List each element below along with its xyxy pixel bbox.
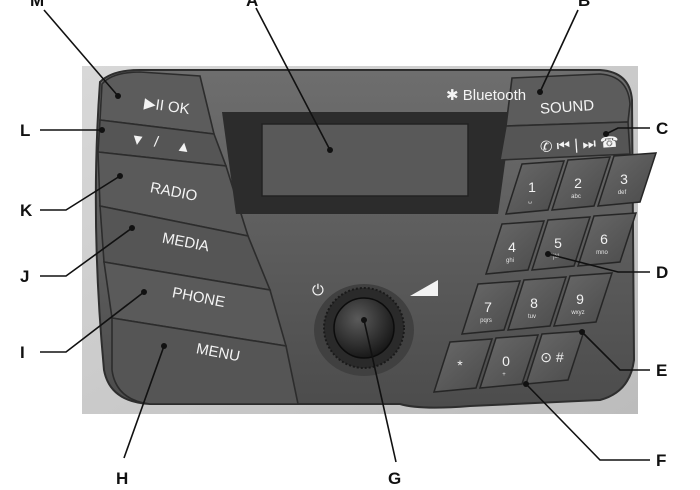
seek-down-icon: ▼ xyxy=(129,131,146,150)
dot-j xyxy=(129,225,135,231)
call-controls-button[interactable] xyxy=(499,121,631,161)
callout-i: I xyxy=(20,343,25,362)
keypad-key-7[interactable] xyxy=(460,280,522,335)
dot-b xyxy=(537,89,543,95)
callout-d: D xyxy=(656,263,668,282)
keypad-number-4: 4 xyxy=(508,239,516,255)
seek-up-icon: ▲ xyxy=(175,138,192,157)
keypad-number-3: 3 xyxy=(620,171,628,187)
keypad-number-hash: ⊙ # xyxy=(540,349,564,365)
keypad-key-3[interactable] xyxy=(596,152,658,207)
keypad-letters-1: ␣ xyxy=(528,198,532,204)
callout-m: M xyxy=(30,0,44,10)
keypad-key-2[interactable] xyxy=(550,156,612,211)
dot-a xyxy=(327,147,333,153)
left-buttons xyxy=(97,71,299,405)
dot-d xyxy=(545,251,551,257)
callout-c: C xyxy=(656,119,668,138)
keypad-number-2: 2 xyxy=(574,175,582,191)
dot-e xyxy=(579,329,585,335)
keypad-number-9: 9 xyxy=(576,291,584,307)
callout-e: E xyxy=(656,361,667,380)
play-pause-ok-button[interactable] xyxy=(99,71,216,135)
display-screen xyxy=(261,123,469,197)
leader-i xyxy=(40,291,145,353)
keypad-letters-7: pqrs xyxy=(480,318,492,324)
keypad-key-8[interactable] xyxy=(506,276,568,331)
keypad-number-6: 6 xyxy=(600,231,608,247)
power-icon: ⏻ xyxy=(312,282,324,299)
sound-label: SOUND xyxy=(539,97,594,118)
dot-c xyxy=(603,131,609,137)
bluetooth-label: ✱ Bluetooth xyxy=(446,87,526,104)
keypad-letters-5: jkl xyxy=(552,254,559,260)
keypad-letters-3: def xyxy=(618,190,627,196)
keypad-key-5[interactable] xyxy=(530,216,592,271)
keypad-number-1: 1 xyxy=(528,179,536,195)
leader-a xyxy=(255,7,331,151)
keypad-key-9[interactable] xyxy=(552,272,614,327)
keypad-letters-4: ghi xyxy=(506,258,514,264)
menu-button[interactable] xyxy=(111,317,299,405)
leader-m xyxy=(43,9,119,97)
keypad-key-0[interactable] xyxy=(478,334,540,389)
keypad-letters-0: + xyxy=(502,372,506,378)
dot-h xyxy=(161,343,167,349)
callout-h: H xyxy=(116,469,128,488)
keypad-key-star[interactable] xyxy=(432,338,494,393)
button-labels: ▶II OK ▼ / ▲ RADIO MEDIA PHONE MENU SOUN… xyxy=(129,87,619,365)
leader-b xyxy=(539,9,579,93)
dot-f xyxy=(523,381,529,387)
leader-h xyxy=(123,345,165,459)
keypad-key-1[interactable] xyxy=(504,160,566,215)
leader-e xyxy=(581,331,650,371)
play-pause-ok-label: ▶II OK xyxy=(143,95,191,118)
keypad-key-4[interactable] xyxy=(484,220,546,275)
leader-g xyxy=(363,319,397,463)
keypad-key-hash[interactable] xyxy=(524,330,586,385)
volume-knob[interactable] xyxy=(333,297,395,359)
callout-j: J xyxy=(20,267,29,286)
dot-m xyxy=(115,93,121,99)
callout-a: A xyxy=(246,0,258,10)
keypad-letters-8: tuv xyxy=(528,314,536,320)
keypad-letters-6: mno xyxy=(596,250,608,256)
callout-g: G xyxy=(388,469,401,488)
dot-k xyxy=(117,173,123,179)
keypad-number-5: 5 xyxy=(554,235,562,251)
keypad-number-7: 7 xyxy=(484,299,492,315)
callout-f: F xyxy=(656,451,666,470)
keypad-number-star: * xyxy=(457,357,463,373)
leader-dots xyxy=(99,89,609,387)
callout-letters: A B C D E F G H I J K L M xyxy=(20,0,668,488)
dot-l xyxy=(99,127,105,133)
leader-c xyxy=(605,127,650,135)
keypad-number-8: 8 xyxy=(530,295,538,311)
callout-k: K xyxy=(20,201,33,220)
keypad-letters-9: wxyz xyxy=(570,310,584,316)
callout-b: B xyxy=(578,0,590,10)
keypad: 1 ␣ 2 abc 3 def 4 ghi 5 jkl 6 mno 7 pqrs 8 tuv 9 wxyz * 0 + ⊙… xyxy=(432,152,658,393)
leader-d xyxy=(547,253,650,273)
leader-f xyxy=(525,383,650,461)
keypad-key-6[interactable] xyxy=(576,212,638,267)
call-controls-label: ✆ ⏮ | ⏭ ☎ xyxy=(539,134,619,156)
keypad-number-0: 0 xyxy=(502,353,510,369)
volume-ramp-icon xyxy=(410,280,438,296)
sound-button[interactable] xyxy=(505,73,631,127)
seek-separator: / xyxy=(153,134,160,152)
leader-k xyxy=(40,175,121,211)
leader-j xyxy=(40,227,133,277)
callout-l: L xyxy=(20,121,30,140)
leader-lines xyxy=(40,7,650,463)
dot-i xyxy=(141,289,147,295)
keypad-letters-2: abc xyxy=(571,194,581,200)
right-buttons xyxy=(499,73,631,161)
dot-g xyxy=(361,317,367,323)
